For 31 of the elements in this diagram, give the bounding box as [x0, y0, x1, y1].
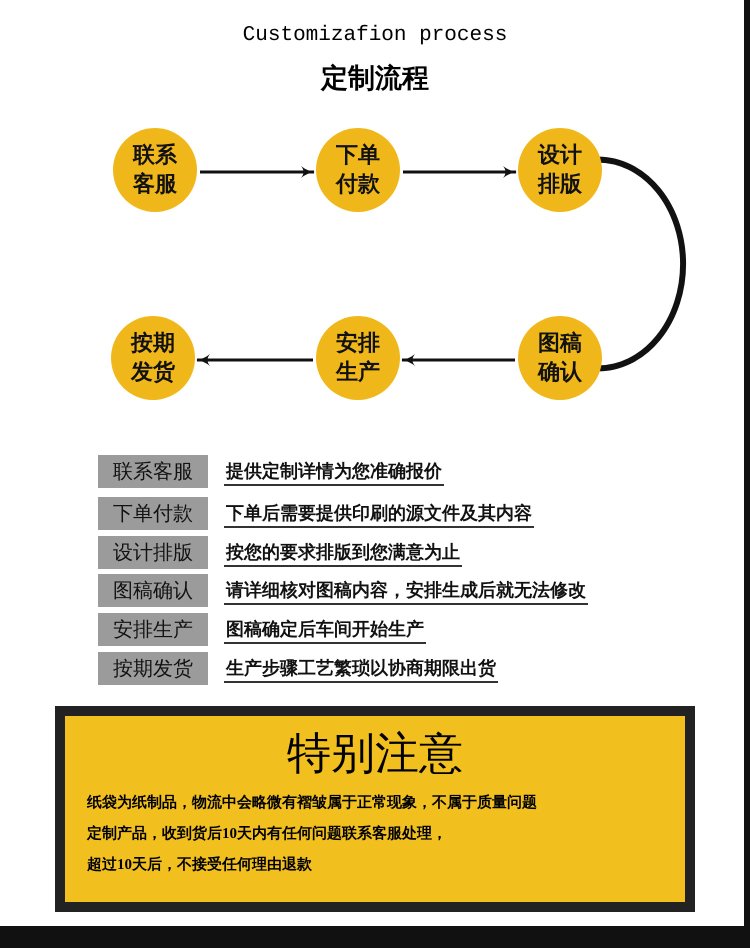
- notice-text: 超过10天后，不接受任何理由退款: [87, 856, 312, 874]
- step-description: 下单后需要提供印刷的源文件及其内容: [224, 501, 534, 528]
- step-label-box: [98, 455, 208, 488]
- step-name: 设计排版: [536, 141, 583, 198]
- step-name: 联系客服: [113, 460, 193, 485]
- step-label-box: [98, 536, 208, 569]
- step-label-box: [98, 497, 208, 530]
- title: Customizafion process: [242, 24, 508, 47]
- step-name: 图稿确认: [113, 579, 193, 604]
- step-name: 安排生产: [113, 618, 193, 643]
- notice-heading: 特别注意: [287, 730, 463, 778]
- step-name: 按期发货: [113, 657, 193, 682]
- step-label-box: [98, 652, 208, 685]
- heading: 定制流程: [321, 63, 429, 93]
- step-name: 设计排版: [113, 541, 193, 566]
- step-description: 请详细核对图稿内容，安排生成后就无法修改: [224, 578, 588, 605]
- step-description: 提供定制详情为您准确报价: [224, 459, 444, 486]
- notice-text: 纸袋为纸制品，物流中会略微有褶皱属于正常现象，不属于质量问题: [87, 794, 537, 812]
- step-description: 图稿确定后车间开始生产: [224, 617, 426, 644]
- step-name: 联系客服: [132, 141, 178, 198]
- step-name: 下单付款: [113, 502, 193, 527]
- notice-text: 定制产品，收到货后10天内有任何问题联系客服处理，: [87, 825, 447, 844]
- step-name: 下单付款: [334, 141, 381, 198]
- step-label-box: [98, 613, 208, 646]
- notice-panel: [55, 706, 695, 912]
- step-name: 安排生产: [334, 329, 381, 386]
- step-label-box: [98, 574, 208, 607]
- step-name: 按期发货: [130, 329, 176, 386]
- step-name: 图稿确认: [536, 329, 584, 386]
- step-description: 生产步骤工艺繁琐以协商期限出货: [224, 656, 498, 683]
- step-description: 按您的要求排版到您满意为止: [224, 540, 462, 567]
